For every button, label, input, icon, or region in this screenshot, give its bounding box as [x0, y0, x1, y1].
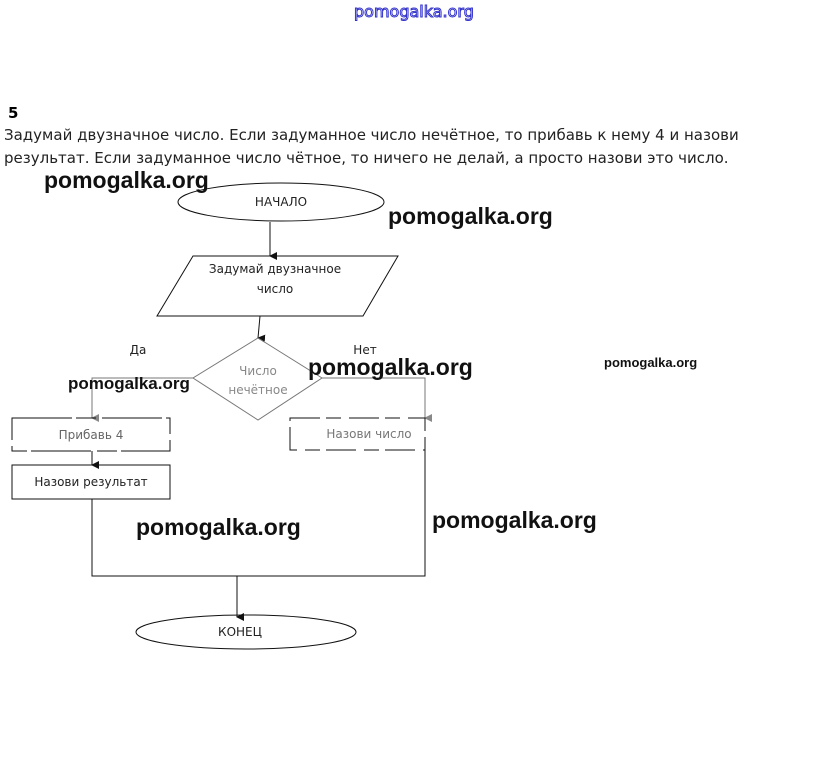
task-text-line2: результат. Если задуманное число чётное,…	[4, 149, 729, 167]
start-label: НАЧАЛО	[255, 195, 307, 209]
decision-label-line1: Число	[239, 364, 277, 378]
add-step-label: Прибавь 4	[59, 428, 124, 442]
input-parallelogram	[156, 255, 399, 317]
start-terminator	[177, 182, 385, 222]
yes-label: Да	[130, 343, 147, 357]
task-number: 5	[8, 104, 19, 122]
watermark: pomogalka.org	[388, 203, 553, 229]
say-number-label: Назови число	[326, 427, 411, 441]
decision-diamond	[192, 337, 323, 421]
yes-branch-line	[91, 377, 193, 422]
watermark: pomogalka.org	[432, 507, 597, 533]
no-label: Нет	[353, 343, 376, 357]
add-step-box	[11, 417, 171, 452]
merge-line	[91, 450, 426, 577]
decision-label-line2: нечётное	[228, 383, 287, 397]
watermark: pomogalka.org	[136, 514, 301, 540]
header-watermark: pomogalka.org	[354, 2, 475, 22]
watermark: pomogalka.org	[604, 355, 698, 370]
say-result-label: Назови результат	[34, 475, 147, 489]
input-label-line2: число	[257, 282, 294, 296]
say-number-box	[289, 417, 426, 451]
end-label: КОНЕЦ	[218, 625, 262, 639]
task-text-line1: Задумай двузначное число. Если задуманно…	[4, 126, 739, 144]
no-branch-line	[322, 377, 432, 422]
watermark: pomogalka.org	[308, 354, 473, 380]
say-result-box	[11, 464, 171, 500]
watermark: pomogalka.org	[68, 374, 190, 393]
watermark: pomogalka.org	[44, 167, 209, 193]
arrow	[257, 315, 266, 343]
input-label-line1: Задумай двузначное	[209, 262, 341, 276]
end-terminator	[135, 614, 357, 650]
